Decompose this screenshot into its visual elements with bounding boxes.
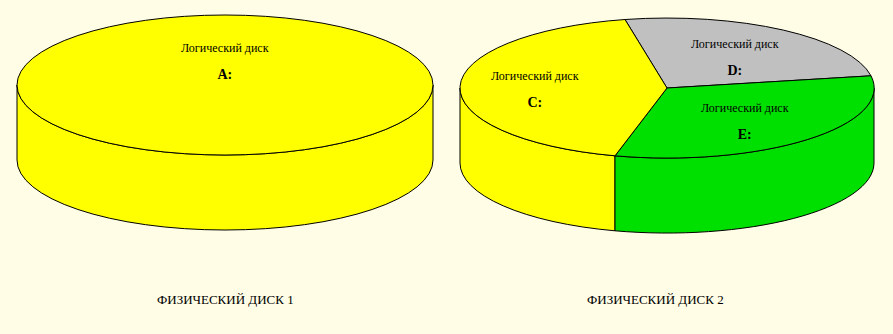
- disk-caption: ФИЗИЧЕСКИЙ ДИСК 2: [587, 292, 724, 308]
- logical-disk: Логический дискE:: [697, 99, 793, 146]
- disk-1-cylinder: [17, 15, 433, 230]
- disk-top: [17, 15, 433, 155]
- logical-disk: Логический дискC:: [487, 67, 583, 114]
- logical-disk-label: Логический диск: [181, 41, 269, 56]
- disk-2-cylinder: [460, 18, 874, 233]
- logical-disk-label: Логический диск: [491, 69, 579, 84]
- drive-letter: D:: [691, 62, 779, 80]
- physical-disk: ФИЗИЧЕСКИЙ ДИСК 1 Логический дискA:: [10, 6, 442, 320]
- slice-d: [625, 18, 871, 88]
- physical-disk: ФИЗИЧЕСКИЙ ДИСК 2Логический дискC:Логиче…: [452, 6, 884, 320]
- drive-letter: A:: [181, 66, 269, 84]
- disk-caption: ФИЗИЧЕСКИЙ ДИСК 1: [157, 292, 294, 308]
- slice-c: [460, 20, 667, 156]
- drive-letter: C:: [491, 94, 579, 112]
- logical-disk: Логический дискA:: [177, 39, 273, 86]
- drive-letter: E:: [701, 126, 789, 144]
- logical-disk-label: Логический диск: [691, 37, 779, 52]
- logical-disk-label: Логический диск: [701, 101, 789, 116]
- logical-disk: Логический дискD:: [687, 35, 783, 82]
